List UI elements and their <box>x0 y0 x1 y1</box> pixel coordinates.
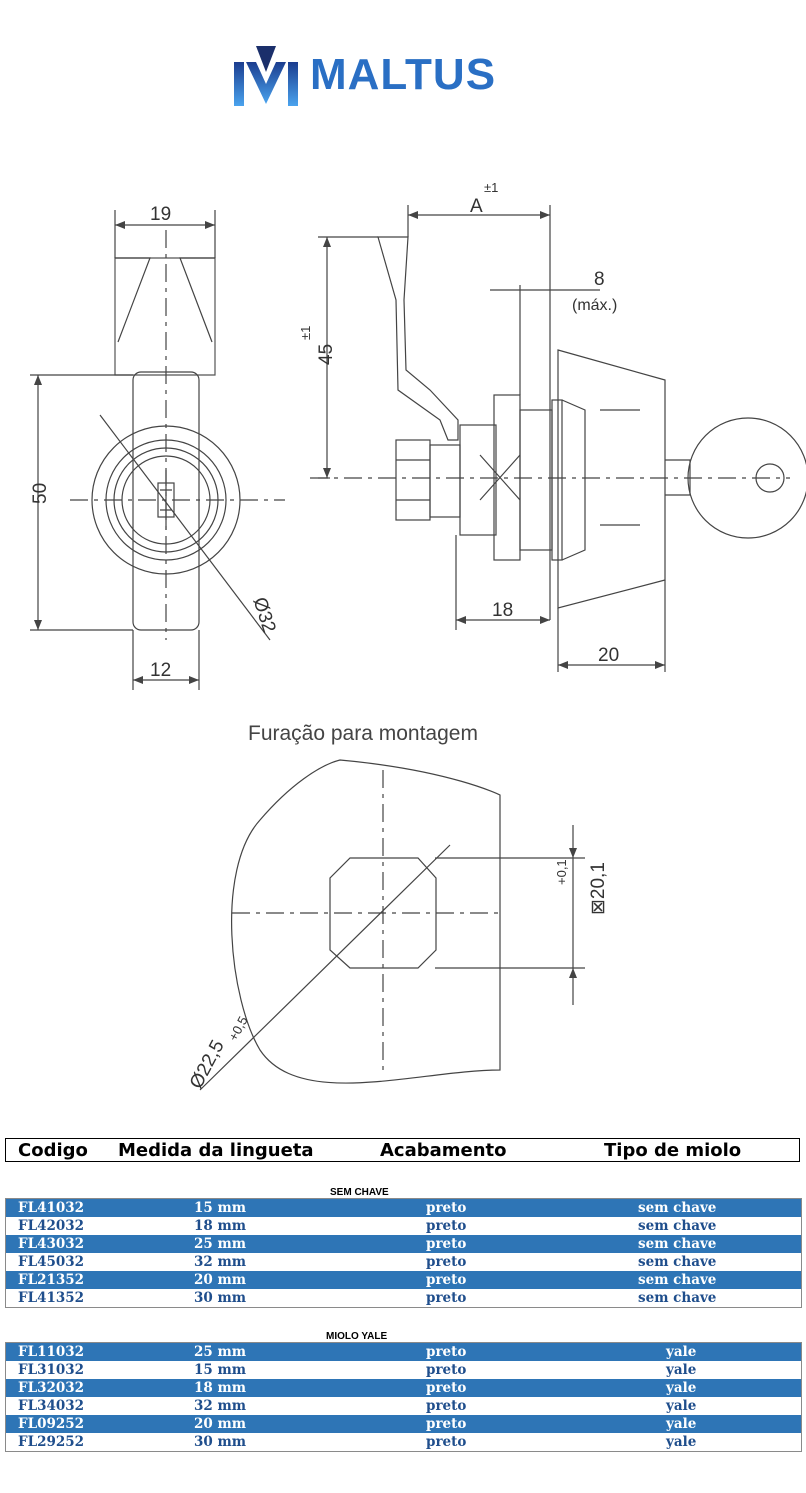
cell-miolo: yale <box>666 1398 697 1414</box>
dim-hole-diameter: Ø22,5 <box>186 1037 229 1093</box>
cell-codigo: FL09252 <box>18 1416 85 1432</box>
table-miolo-yale: FL11032 25 mm preto yale FL31032 15 mm p… <box>5 1342 802 1452</box>
mounting-title: Furação para montagem <box>248 722 478 745</box>
cell-codigo: FL29252 <box>18 1434 85 1450</box>
cell-medida: 18 mm <box>194 1380 247 1396</box>
header-tipo-miolo: Tipo de miolo <box>604 1140 742 1161</box>
cell-medida: 18 mm <box>194 1218 247 1234</box>
cell-acabamento: preto <box>426 1290 467 1306</box>
cell-medida: 32 mm <box>194 1398 247 1414</box>
dim-max-note: (máx.) <box>572 297 617 314</box>
cell-codigo: FL41352 <box>18 1290 85 1306</box>
cell-miolo: yale <box>666 1416 697 1432</box>
cell-medida: 25 mm <box>194 1236 247 1252</box>
dim-max: 8 <box>594 269 605 290</box>
cell-miolo: sem chave <box>638 1254 717 1270</box>
table-row: FL31032 15 mm preto yale <box>6 1361 801 1379</box>
cell-acabamento: preto <box>426 1344 467 1360</box>
cell-miolo: sem chave <box>638 1272 717 1288</box>
cell-codigo: FL41032 <box>18 1200 85 1216</box>
dim-lever-height-tol: ±1 <box>298 326 313 340</box>
cell-acabamento: preto <box>426 1272 467 1288</box>
brand-name: MALTUS <box>310 50 497 99</box>
cell-acabamento: preto <box>426 1236 467 1252</box>
table-row: FL42032 18 mm preto sem chave <box>6 1217 801 1235</box>
table-row: FL11032 25 mm preto yale <box>6 1343 801 1361</box>
dim-square: ⊠20,1 <box>588 862 609 915</box>
cell-acabamento: preto <box>426 1416 467 1432</box>
cell-medida: 20 mm <box>194 1272 247 1288</box>
cell-codigo: FL21352 <box>18 1272 85 1288</box>
cell-miolo: sem chave <box>638 1290 717 1306</box>
table-row: FL21352 20 mm preto sem chave <box>6 1271 801 1289</box>
header-medida: Medida da lingueta <box>118 1140 314 1161</box>
table-row: FL41352 30 mm preto sem chave <box>6 1289 801 1307</box>
dim-lever-height: 45 <box>316 344 337 365</box>
cell-medida: 25 mm <box>194 1344 247 1360</box>
table-row: FL29252 30 mm preto yale <box>6 1433 801 1451</box>
dim-length-a-tol: ±1 <box>484 180 498 195</box>
cell-codigo: FL11032 <box>18 1344 85 1360</box>
table-row: FL34032 32 mm preto yale <box>6 1397 801 1415</box>
table-row: FL41032 15 mm preto sem chave <box>6 1199 801 1217</box>
cell-codigo: FL32032 <box>18 1380 85 1396</box>
table-row: FL45032 32 mm preto sem chave <box>6 1253 801 1271</box>
table-row: FL32032 18 mm preto yale <box>6 1379 801 1397</box>
dim-front-bottom-width: 12 <box>150 660 171 681</box>
cell-miolo: yale <box>666 1434 697 1450</box>
brand-logo: MALTUS <box>230 44 520 110</box>
cell-codigo: FL34032 <box>18 1398 85 1414</box>
cell-medida: 20 mm <box>194 1416 247 1432</box>
dim-length-20: 20 <box>598 645 619 666</box>
cell-miolo: sem chave <box>638 1236 717 1252</box>
dim-hole-diameter-tol: +0,5 <box>225 1014 250 1044</box>
cell-medida: 15 mm <box>194 1200 247 1216</box>
table-row: FL43032 25 mm preto sem chave <box>6 1235 801 1253</box>
group-title-miolo-yale: MIOLO YALE <box>326 1331 388 1342</box>
table-header: Codigo Medida da lingueta Acabamento Tip… <box>5 1138 800 1162</box>
dim-square-tol: +0,1 <box>554 859 569 885</box>
dim-front-width: 19 <box>150 204 171 225</box>
cell-miolo: yale <box>666 1380 697 1396</box>
cell-medida: 30 mm <box>194 1434 247 1450</box>
cell-miolo: yale <box>666 1362 697 1378</box>
maltus-logo-icon <box>234 46 298 106</box>
dim-length-a: A <box>470 196 483 217</box>
dim-front-height: 50 <box>30 483 51 504</box>
cell-acabamento: preto <box>426 1218 467 1234</box>
cell-medida: 30 mm <box>194 1290 247 1306</box>
cell-miolo: sem chave <box>638 1200 717 1216</box>
header-acabamento: Acabamento <box>380 1140 507 1161</box>
cell-acabamento: preto <box>426 1254 467 1270</box>
cell-medida: 15 mm <box>194 1362 247 1378</box>
cell-codigo: FL31032 <box>18 1362 85 1378</box>
dim-length-18: 18 <box>492 600 513 621</box>
cell-codigo: FL45032 <box>18 1254 85 1270</box>
group-title-sem-chave: SEM CHAVE <box>330 1187 389 1198</box>
cell-acabamento: preto <box>426 1362 467 1378</box>
technical-drawing: 19 50 Ø32 12 A ±1 45 ±1 8 (máx.) 18 20 ⊠… <box>30 180 806 1093</box>
cell-medida: 32 mm <box>194 1254 247 1270</box>
dim-front-diameter: Ø32 <box>248 595 279 636</box>
header-codigo: Codigo <box>18 1140 88 1161</box>
table-row: FL09252 20 mm preto yale <box>6 1415 801 1433</box>
cell-acabamento: preto <box>426 1200 467 1216</box>
cell-acabamento: preto <box>426 1380 467 1396</box>
cell-miolo: sem chave <box>638 1218 717 1234</box>
cell-acabamento: preto <box>426 1434 467 1450</box>
cell-miolo: yale <box>666 1344 697 1360</box>
table-sem-chave: FL41032 15 mm preto sem chave FL42032 18… <box>5 1198 802 1308</box>
cell-codigo: FL43032 <box>18 1236 85 1252</box>
cell-codigo: FL42032 <box>18 1218 85 1234</box>
cell-acabamento: preto <box>426 1398 467 1414</box>
